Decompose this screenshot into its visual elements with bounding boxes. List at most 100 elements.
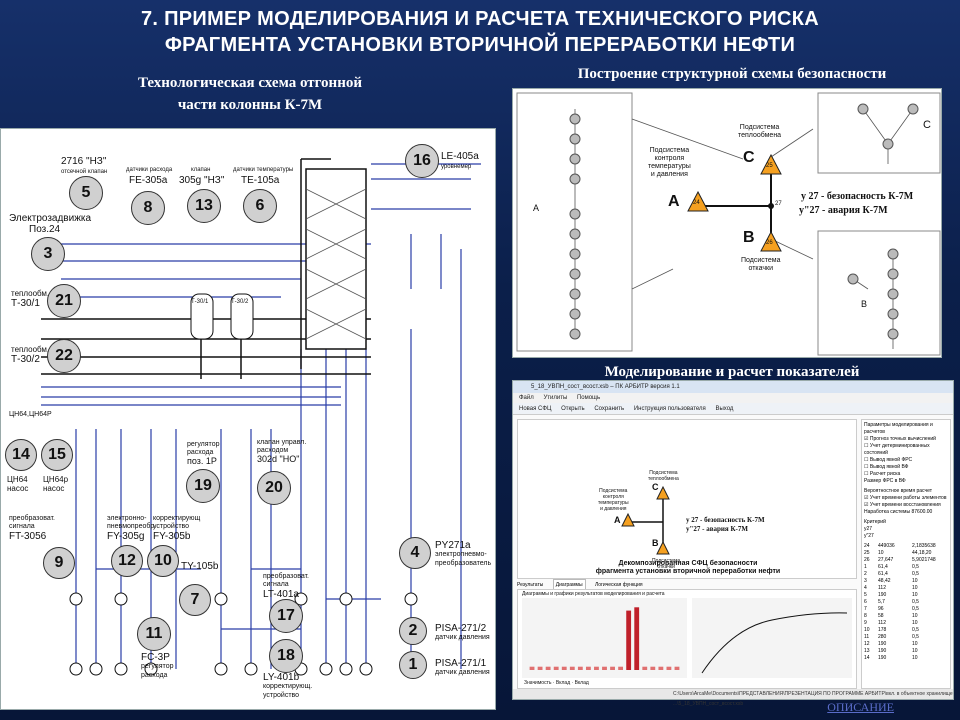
table-cell: 3	[864, 578, 867, 584]
tab-results[interactable]: Результаты	[517, 582, 544, 588]
bar	[537, 666, 543, 670]
table-cell: 190	[878, 592, 887, 598]
label-te105a: TE-105a	[241, 175, 280, 186]
label-305g: 305g "НЗ"	[179, 175, 225, 186]
table-cell: 10	[864, 627, 870, 633]
chart-legend: Значимость · Вклад · Вклад	[524, 680, 589, 686]
scheme-node-16: 16	[405, 144, 439, 178]
scheme-node-6: 6	[243, 189, 277, 223]
table-cell: 0,5	[912, 627, 919, 633]
bar	[666, 666, 672, 670]
option-1[interactable]: ☑ Учет времени восстановления	[864, 502, 941, 508]
exit-button[interactable]: Выход	[715, 406, 734, 412]
settings-panel: Параметры моделирования и расчетов ☑ Про…	[861, 419, 951, 689]
setting-1[interactable]: ☐ Учет детерминированных состояний	[864, 443, 930, 456]
bar	[569, 666, 575, 670]
letter-b: В	[743, 229, 755, 246]
scheme-node-8: 8	[131, 191, 165, 225]
letter-c: С	[743, 149, 755, 166]
scheme-node-4: 4	[399, 537, 431, 569]
table-cell: 24	[864, 543, 870, 549]
scheme-node-10: 10	[147, 545, 179, 577]
sfc-y27b: y"27 - авария К-7М	[686, 525, 748, 533]
table-cell: 61,4	[878, 564, 888, 570]
scheme-node-22: 22	[47, 339, 81, 373]
node-26-label: 26	[766, 240, 773, 246]
setting-0[interactable]: ☑ Прогноз точных вычислений	[864, 436, 936, 442]
setting-2[interactable]: ☐ Вывод явной ФРС	[864, 457, 913, 463]
bar	[545, 666, 551, 670]
manual-button[interactable]: Инструкция пользователя	[633, 406, 706, 412]
scheme-node-12: 12	[111, 545, 143, 577]
new-sfc-button[interactable]: Новая СФЦ	[519, 406, 552, 412]
node-24-label: 24	[693, 200, 700, 206]
bar	[642, 666, 648, 670]
heat-exchanger-t30-2	[230, 293, 254, 340]
scheme-node-18: 18	[269, 639, 303, 673]
table-cell: 10	[912, 620, 918, 626]
table-row: 11 280 0,5	[864, 634, 948, 641]
charts-area: Диаграммы и графики результатов моделиро…	[517, 589, 857, 689]
menu-help[interactable]: Помощь	[576, 395, 601, 401]
page-title: 7. ПРИМЕР МОДЕЛИРОВАНИЯ И РАСЧЕТА ТЕХНИЧ…	[140, 8, 820, 56]
probability-curve-chart	[692, 598, 852, 678]
menu-file[interactable]: Файл	[519, 395, 534, 401]
window-title: 5_18_УВПН_сост_всост.xsb – ПК АРБИТР вер…	[513, 381, 953, 393]
settings-title: Параметры моделирования и расчетов	[864, 422, 933, 435]
sfc-canvas[interactable]: А С В y 27 - безопасность К-7М y"27 - ав…	[517, 419, 857, 579]
scheme-node-9: 9	[43, 547, 75, 579]
mini-letter-a: А	[533, 203, 540, 213]
scheme-node-7: 7	[179, 584, 211, 616]
table-cell: 10	[912, 578, 918, 584]
save-button[interactable]: Сохранить	[594, 406, 625, 412]
table-cell: 14	[864, 655, 870, 661]
bar	[634, 607, 640, 670]
table-cell: 10	[878, 550, 884, 556]
criteria-label: Критерий	[864, 519, 886, 525]
table-cell: 2,1835638	[912, 543, 936, 549]
setting-4[interactable]: ☐ Расчет риска	[864, 471, 901, 477]
sfc-y27: y 27 - безопасность К-7М	[686, 516, 765, 524]
open-button[interactable]: Открыть	[561, 406, 585, 412]
tab-logic[interactable]: Логическая функция	[594, 582, 643, 588]
right-heading-top: Построение структурной схемы безопасност…	[577, 66, 887, 82]
description-link[interactable]: ОПИСАНИЕ	[827, 700, 894, 714]
option-0[interactable]: ☑ Учет времени работы элементов	[864, 495, 947, 501]
setting-3[interactable]: ☐ Вывод явной ВФ	[864, 464, 909, 470]
bar	[658, 666, 664, 670]
label-t30-2: теплообм.Т-30/2	[11, 345, 50, 365]
table-cell: 44,18,20	[912, 550, 932, 556]
menu-utils[interactable]: Утилиты	[543, 395, 568, 401]
table-cell: 449036	[878, 543, 895, 549]
sfc-graph	[621, 485, 670, 555]
bar	[602, 666, 607, 670]
table-cell: 11	[864, 634, 870, 640]
table-cell: 0,5	[912, 634, 919, 640]
label-tk1: Т-30/1	[191, 299, 209, 305]
table-cell: 280	[878, 634, 887, 640]
toolbar: Новая СФЦ Открыть Сохранить Инструкция п…	[513, 403, 953, 415]
structural-scheme-graph	[516, 92, 941, 356]
table-cell: 10	[912, 613, 918, 619]
table-cell: 0,5	[912, 599, 919, 605]
process-scheme-panel: 5 8 13 6 16 3 21 22 14 15 19 20 9 12 10 …	[0, 128, 496, 710]
table-cell: 190	[878, 655, 887, 661]
scheme-node-14: 14	[5, 439, 37, 471]
table-cell: 190	[878, 648, 887, 654]
